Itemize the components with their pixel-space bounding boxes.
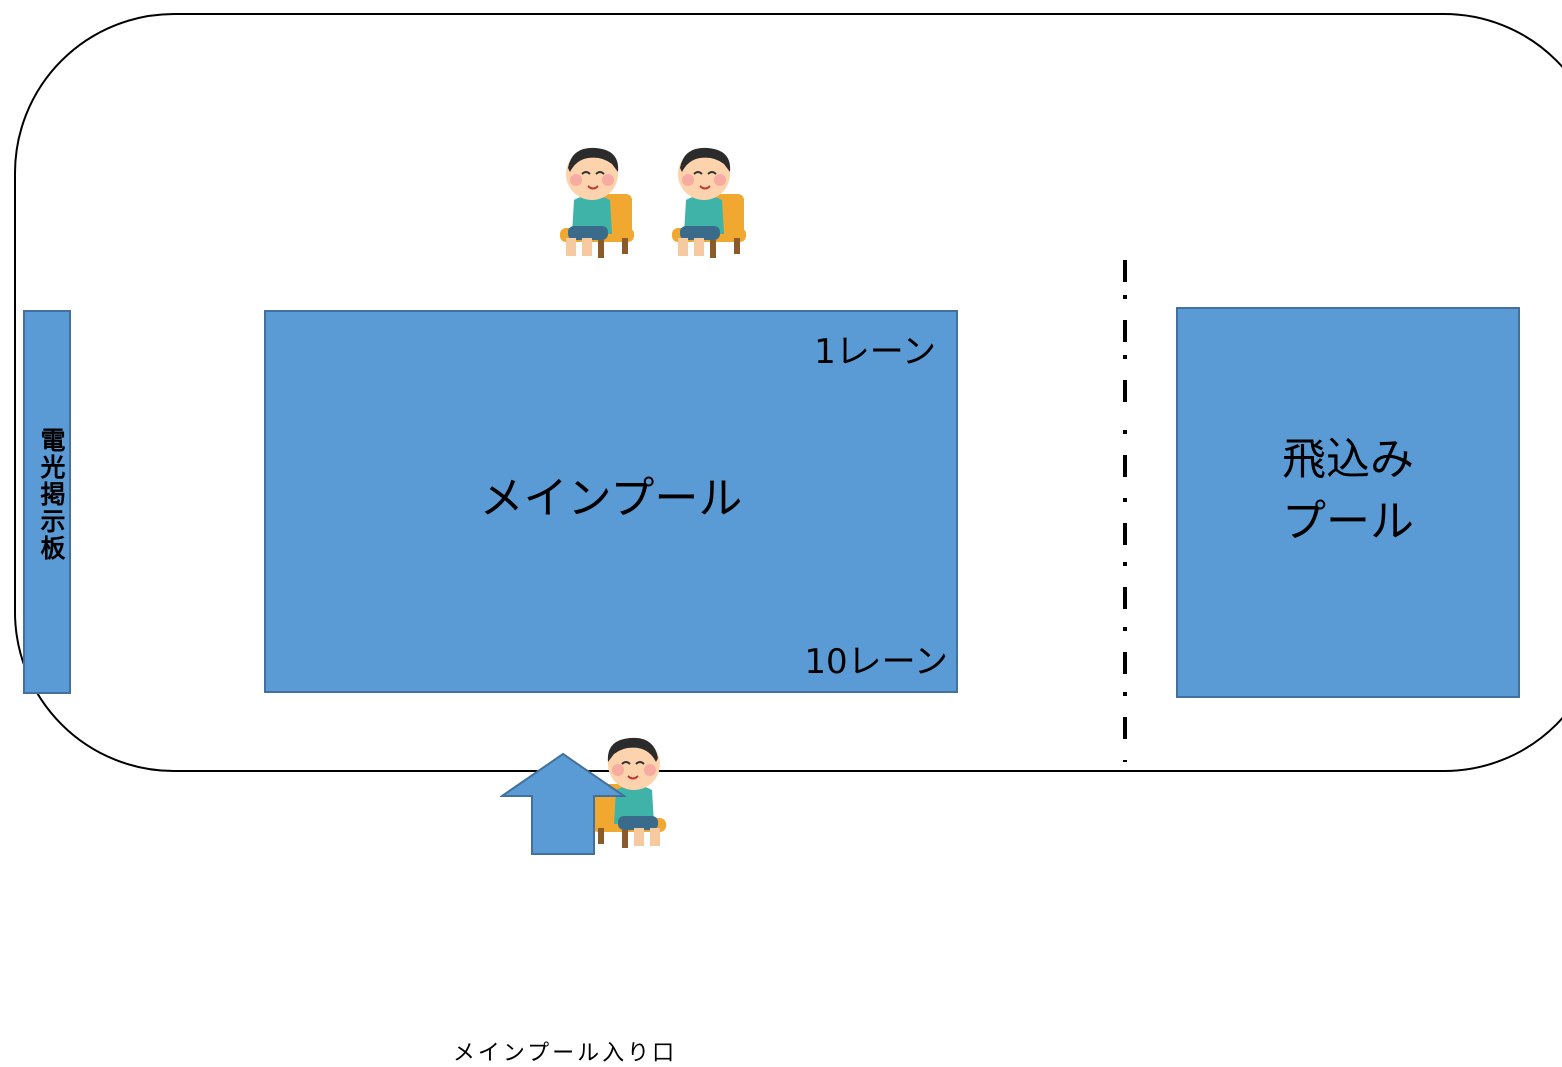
- scoreboard: 電光掲示板: [23, 310, 71, 694]
- diving-pool-label-line1: 飛込み: [1282, 434, 1414, 485]
- seated-child-icon: [672, 147, 746, 258]
- scoreboard-label: 電光掲示板: [37, 427, 66, 562]
- lane-1-label: 1レーン: [814, 332, 936, 372]
- main-pool: 1レーン メインプール 10レーン: [264, 310, 958, 693]
- diving-pool-label: 飛込み プール: [1178, 429, 1518, 553]
- lane-10-label: 10レーン: [804, 642, 948, 682]
- pool-divider-line: [1123, 260, 1127, 762]
- entrance-arrow-icon: [500, 752, 626, 855]
- seated-child-icon: [560, 147, 634, 258]
- seated-child-icon: [592, 737, 666, 848]
- diving-pool-label-line2: プール: [1282, 496, 1414, 547]
- diving-pool: 飛込み プール: [1176, 307, 1520, 698]
- main-pool-label: メインプール: [479, 473, 743, 524]
- entrance-label: メインプール入り口: [452, 1041, 678, 1066]
